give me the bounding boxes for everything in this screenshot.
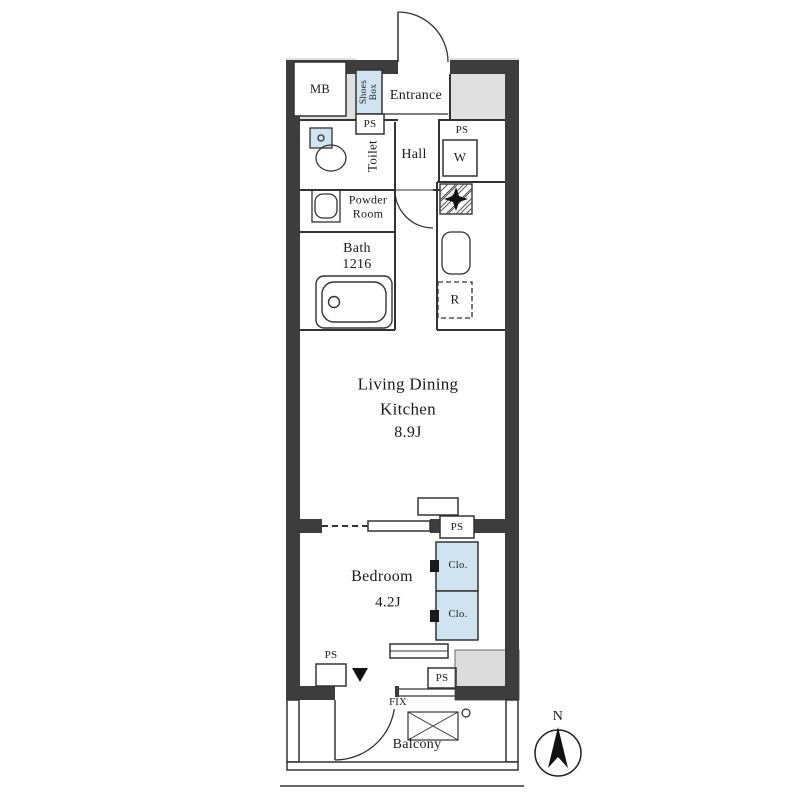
fridge-outline bbox=[437, 281, 473, 319]
bathtub-icon bbox=[315, 275, 393, 329]
toilet-icon bbox=[309, 127, 347, 172]
powder-room-label-line1: Powder bbox=[348, 192, 388, 207]
fridge-label: R bbox=[450, 291, 460, 307]
compass-icon bbox=[534, 727, 582, 777]
bedroom-size-label: 4.2J bbox=[375, 594, 401, 611]
closet-label-2: Clo. bbox=[448, 609, 468, 621]
interior-walls bbox=[300, 74, 505, 331]
ldk-label-line2: Kitchen bbox=[380, 399, 436, 419]
entry-direction-marker bbox=[352, 668, 368, 682]
ps-label-3: PS bbox=[450, 520, 464, 533]
ps-label-1: PS bbox=[363, 117, 377, 130]
ps-label-2: PS bbox=[455, 123, 469, 136]
sink-icon bbox=[441, 231, 471, 275]
sliding-door-partition bbox=[322, 520, 431, 532]
toilet-label: Toilet bbox=[364, 140, 380, 172]
washer-label: W bbox=[453, 149, 467, 165]
room-outlines bbox=[293, 61, 478, 689]
closet-label-1: Clo. bbox=[448, 560, 468, 572]
bedroom-label: Bedroom bbox=[351, 568, 413, 586]
balcony-structure bbox=[280, 699, 524, 787]
ps-label-5: PS bbox=[435, 671, 449, 684]
ldk-size-label: 8.9J bbox=[394, 424, 422, 442]
ldk-label-line1: Living Dining bbox=[357, 374, 459, 394]
door-swings bbox=[334, 11, 449, 761]
walls bbox=[286, 60, 519, 700]
entrance-label: Entrance bbox=[389, 88, 443, 104]
mb-label: MB bbox=[309, 82, 331, 96]
closets bbox=[430, 541, 479, 641]
hall-label: Hall bbox=[401, 147, 427, 163]
compass-north-label: N bbox=[552, 709, 564, 725]
powder-room-label-line2: Room bbox=[352, 206, 384, 221]
washbasin-icon bbox=[311, 189, 341, 223]
shoes-box-label: Shoes Box bbox=[359, 79, 379, 105]
ps-label-4: PS bbox=[324, 648, 338, 661]
bath-label: Bath bbox=[343, 241, 371, 257]
stove-icon bbox=[439, 183, 473, 215]
balcony-label: Balcony bbox=[392, 737, 442, 753]
fix-window bbox=[399, 688, 455, 697]
fix-label: FIX bbox=[387, 697, 409, 709]
bath-size-label: 1216 bbox=[342, 257, 372, 273]
